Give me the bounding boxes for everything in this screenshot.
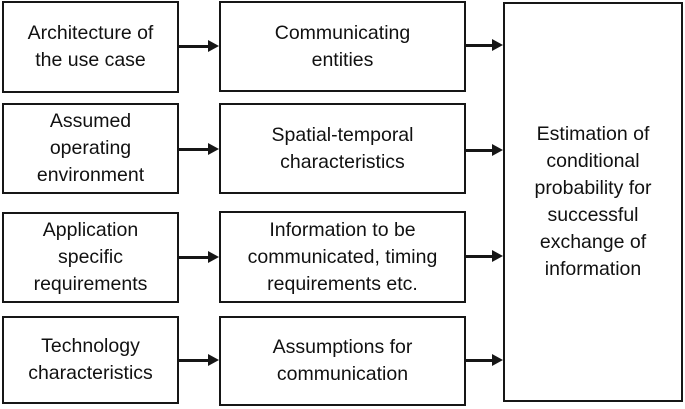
box-information-to-be-communicated: Information to be communicated, timing r… xyxy=(219,211,466,303)
arrow-shaft xyxy=(179,255,208,259)
box-spatial-temporal-characteristics: Spatial-temporal characteristics xyxy=(219,103,466,194)
arrow-shaft xyxy=(179,358,208,362)
arrow-environment-to-spatial-temporal xyxy=(179,142,219,156)
box-architecture-of-use-case: Architecture of the use case xyxy=(2,1,179,93)
arrow-shaft xyxy=(466,358,492,362)
arrow-shaft xyxy=(466,43,492,47)
arrow-head-icon xyxy=(208,40,219,52)
arrow-head-icon xyxy=(492,354,503,366)
box-assumed-operating-environment: Assumed operating environment xyxy=(2,103,179,194)
arrow-head-icon xyxy=(208,251,219,263)
box-assumptions-for-communication: Assumptions for communication xyxy=(219,316,466,406)
arrow-communicating-entities-to-estimation xyxy=(466,38,503,52)
arrow-information-to-estimation xyxy=(466,249,503,263)
arrow-head-icon xyxy=(492,250,503,262)
box-technology-characteristics: Technology characteristics xyxy=(2,316,179,404)
arrow-assumptions-to-estimation xyxy=(466,353,503,367)
arrow-head-icon xyxy=(492,39,503,51)
arrow-head-icon xyxy=(492,144,503,156)
arrow-head-icon xyxy=(208,354,219,366)
arrow-spatial-temporal-to-estimation xyxy=(466,143,503,157)
arrow-shaft xyxy=(179,44,208,48)
box-application-specific-requirements: Application specific requirements xyxy=(2,212,179,303)
arrow-requirements-to-information xyxy=(179,250,219,264)
arrow-shaft xyxy=(466,148,492,152)
arrow-shaft xyxy=(179,147,208,151)
arrow-head-icon xyxy=(208,143,219,155)
box-estimation-of-conditional-probability: Estimation of conditional probability fo… xyxy=(503,2,683,402)
box-communicating-entities: Communicating entities xyxy=(219,1,466,92)
arrow-architecture-to-communicating-entities xyxy=(179,39,219,53)
arrow-technology-to-assumptions xyxy=(179,353,219,367)
arrow-shaft xyxy=(466,254,492,258)
